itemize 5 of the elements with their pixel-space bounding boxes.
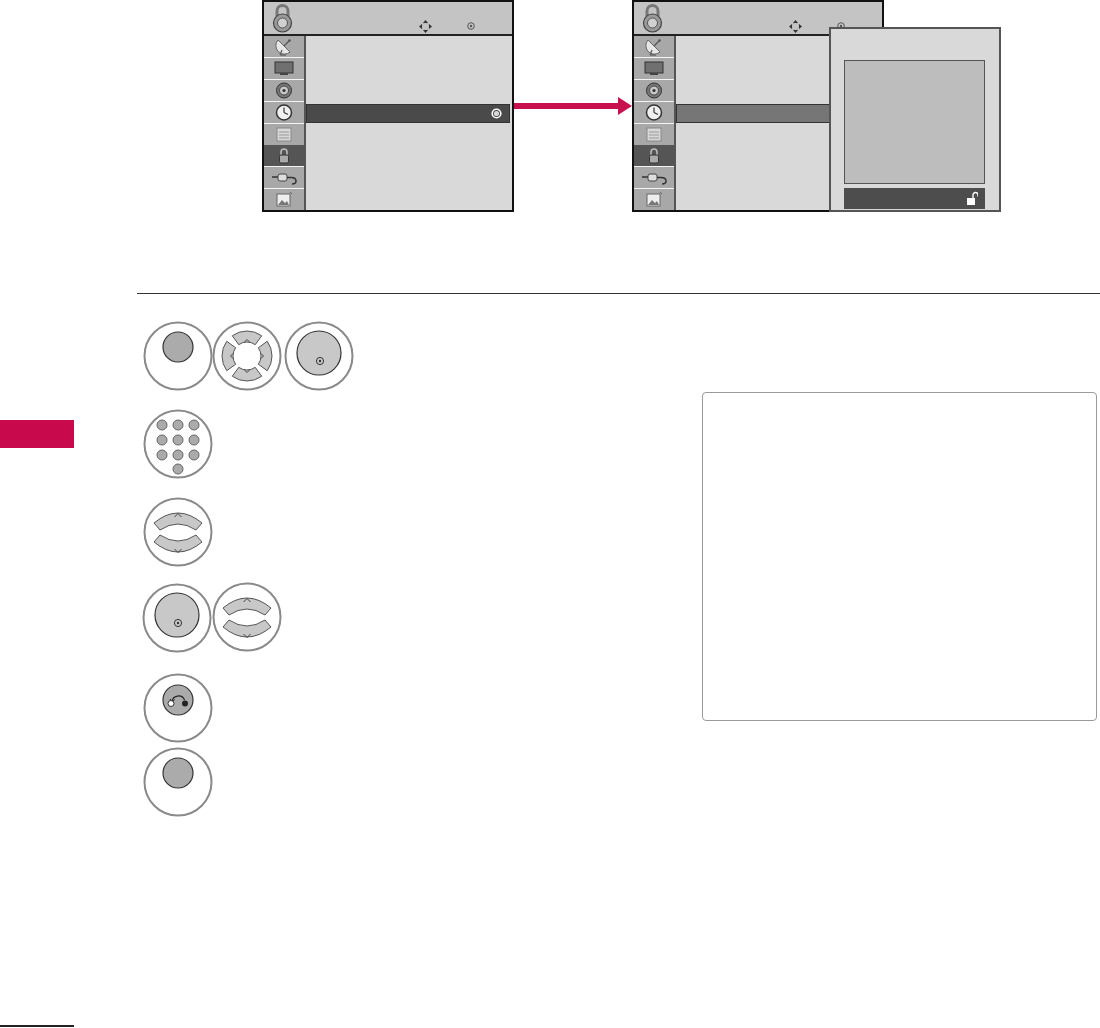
menu-screen <box>632 0 1001 212</box>
section-tab <box>0 420 74 448</box>
menu-screen <box>262 0 514 212</box>
arrow <box>514 97 632 115</box>
note-box <box>702 392 1097 721</box>
